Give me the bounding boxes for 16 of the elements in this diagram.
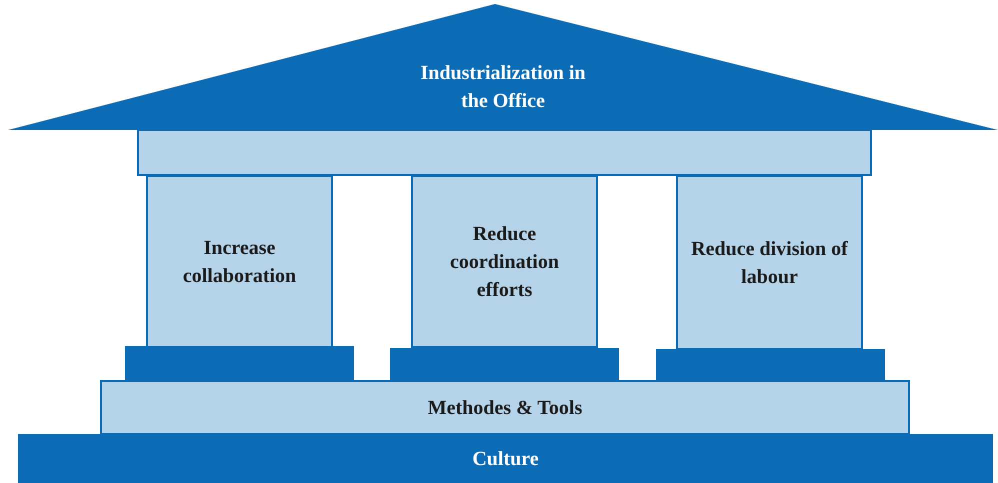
pillar-base (125, 346, 354, 381)
node-label: Increase collaboration (182, 236, 298, 288)
foundation-step (100, 380, 910, 435)
pillar (676, 175, 863, 350)
foundation-base (18, 434, 993, 483)
node-label: Reduce coordination efforts (449, 222, 560, 302)
node-label: Methodes & Tools (426, 396, 584, 420)
roof-triangle (8, 4, 998, 130)
pillar (146, 175, 333, 348)
node-label: Culture (471, 446, 540, 472)
pillar (411, 175, 598, 348)
beam (137, 129, 872, 176)
node-label: Industrialization in the Office (419, 61, 587, 114)
pillar-base (390, 348, 619, 381)
pillar-base (656, 349, 885, 381)
node-label: Reduce division of labour (690, 236, 849, 290)
